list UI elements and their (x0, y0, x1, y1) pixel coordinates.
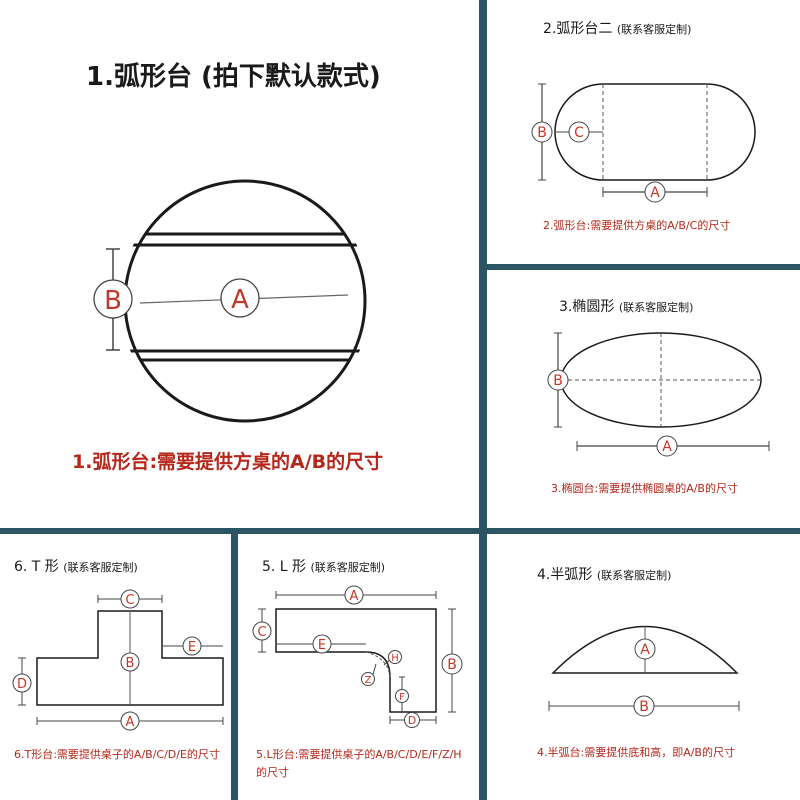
label-a: A (231, 285, 249, 315)
t-table-diagram: C E B D A (12, 589, 224, 731)
label-a: A (662, 439, 672, 455)
panel-oval-table: 3.椭圆形 (联系客服定制) B A 3.椭圆台:需要提供椭圆桌的A/B的尺寸 (487, 270, 800, 528)
label-b: B (639, 699, 649, 715)
label-b: B (447, 657, 457, 673)
label-b: B (553, 373, 563, 389)
label-a: A (126, 715, 135, 730)
panel-arc-table-two-caption: 2.弧形台:需要提供方桌的A/B/C的尺寸 (543, 219, 731, 232)
label-b: B (104, 286, 122, 316)
label-a: A (640, 642, 650, 658)
label-e: E (188, 640, 196, 655)
label-h: H (391, 653, 399, 664)
panel-l-table: 5. L 形 (联系客服定制) A C E B H Z (238, 534, 479, 800)
label-e: E (318, 638, 326, 653)
panel-arc-table-two-title: 2.弧形台二 (联系客服定制) (543, 21, 692, 37)
label-b: B (126, 656, 135, 671)
label-a: A (650, 185, 660, 201)
label-c: C (125, 593, 134, 608)
oval-table-diagram: B A (547, 332, 770, 457)
panel-arc-table-two: 2.弧形台二 (联系客服定制) B C A 2.弧形台:需要提供方桌的A/B/C… (487, 0, 800, 264)
panel-l-table-caption: 5.L形台:需要提供桌子的A/B/C/D/E/F/Z/H的尺寸 (256, 748, 462, 779)
panel-oval-table-caption: 3.椭圆台:需要提供椭圆桌的A/B的尺寸 (551, 482, 738, 495)
label-f: F (399, 692, 405, 703)
label-c: C (257, 625, 266, 640)
arc-table-diagram: A B (93, 179, 370, 423)
half-arc-table-diagram: A B (548, 625, 740, 717)
panel-t-table: 6. T 形 (联系客服定制) C E B D A 6.T形台:需要提供桌子的A… (0, 534, 231, 800)
panel-arc-table: 1.弧形台 (拍下默认款式) A B 1.弧形台:需要提供方桌的A/B的尺寸 (0, 0, 479, 528)
panel-half-arc-table: 4.半弧形 (联系客服定制) A B 4.半弧台:需要提供底和高，即A/B的尺寸 (487, 534, 800, 800)
panel-t-table-title: 6. T 形 (联系客服定制) (14, 559, 138, 575)
top-arc-piece (125, 181, 365, 236)
panel-t-table-caption: 6.T形台:需要提供桌子的A/B/C/D/E的尺寸 (14, 748, 220, 761)
panel-arc-table-title: 1.弧形台 (拍下默认款式) (86, 62, 381, 92)
arc-table-two-diagram: B C A (531, 83, 756, 203)
label-c: C (574, 125, 584, 141)
l-shape-outline (275, 608, 437, 713)
label-b: B (537, 125, 547, 141)
label-z: Z (365, 675, 372, 686)
panel-oval-table-title: 3.椭圆形 (联系客服定制) (559, 299, 694, 315)
label-d: D (408, 714, 416, 727)
panel-arc-table-caption: 1.弧形台:需要提供方桌的A/B的尺寸 (72, 451, 384, 473)
panel-half-arc-table-title: 4.半弧形 (联系客服定制) (537, 567, 672, 583)
panel-half-arc-table-caption: 4.半弧台:需要提供底和高，即A/B的尺寸 (537, 746, 735, 759)
label-a: A (350, 589, 359, 604)
label-d: D (17, 677, 27, 692)
l-table-diagram: A C E B H Z F D (252, 585, 463, 728)
bottom-arc-piece (125, 358, 365, 421)
panel-l-table-title: 5. L 形 (联系客服定制) (262, 559, 386, 575)
